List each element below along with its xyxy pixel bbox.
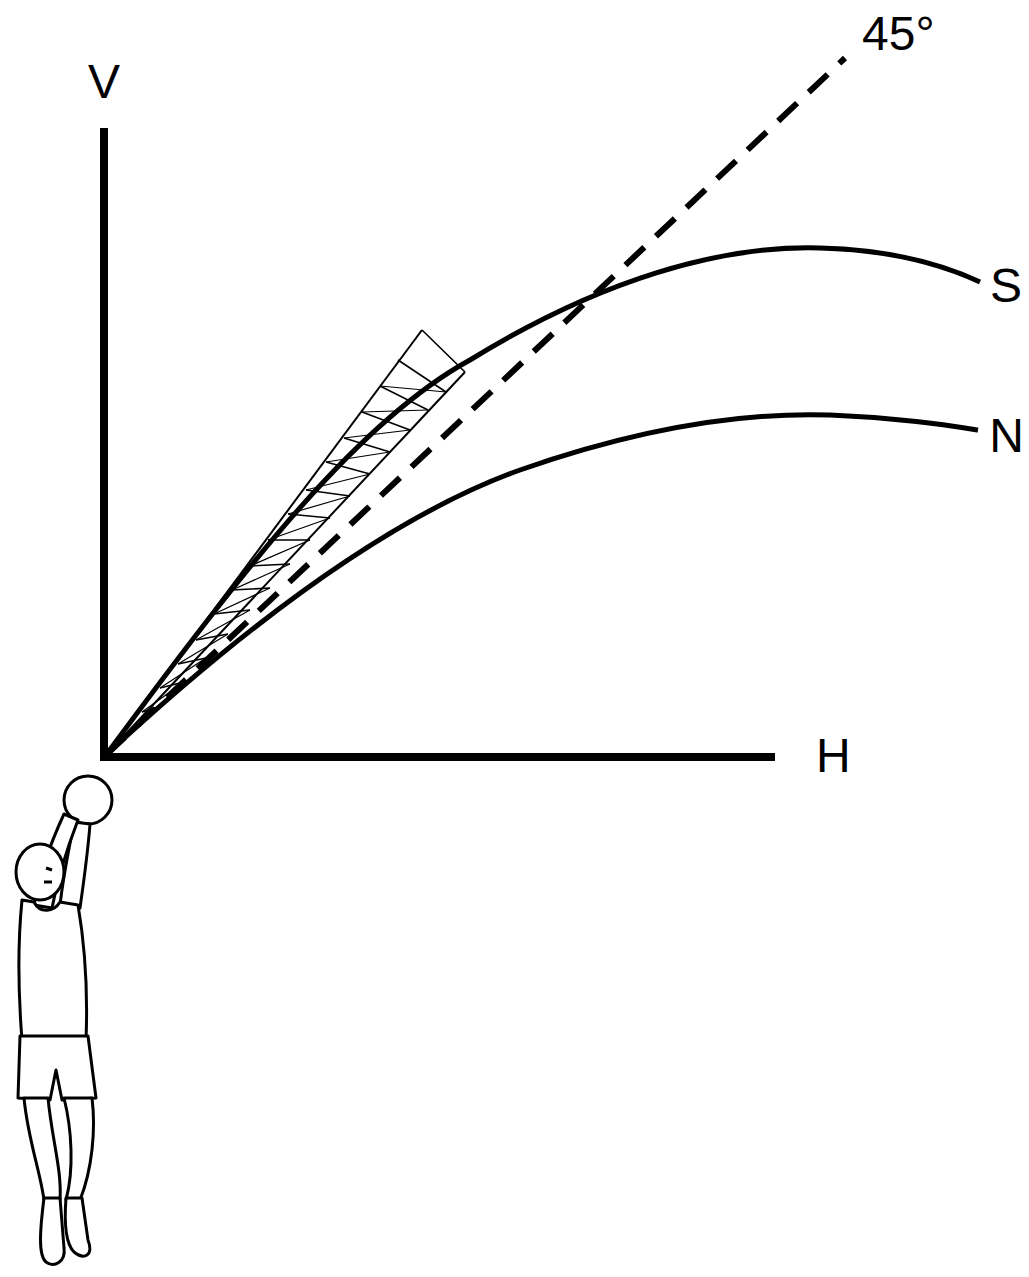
basketball-player bbox=[16, 776, 112, 1264]
trajectory-curve bbox=[106, 248, 980, 755]
curve-label: S bbox=[990, 262, 1022, 310]
hatched-wedge bbox=[106, 330, 465, 755]
curve-label: N bbox=[989, 412, 1024, 460]
vertical-axis bbox=[100, 128, 108, 761]
axis-label: H bbox=[816, 732, 851, 780]
trajectory-curve bbox=[106, 415, 978, 755]
axis-label: V bbox=[88, 58, 120, 106]
angle-label: 45° bbox=[862, 10, 935, 58]
angle-line bbox=[106, 58, 845, 755]
horizontal-axis bbox=[100, 753, 775, 761]
